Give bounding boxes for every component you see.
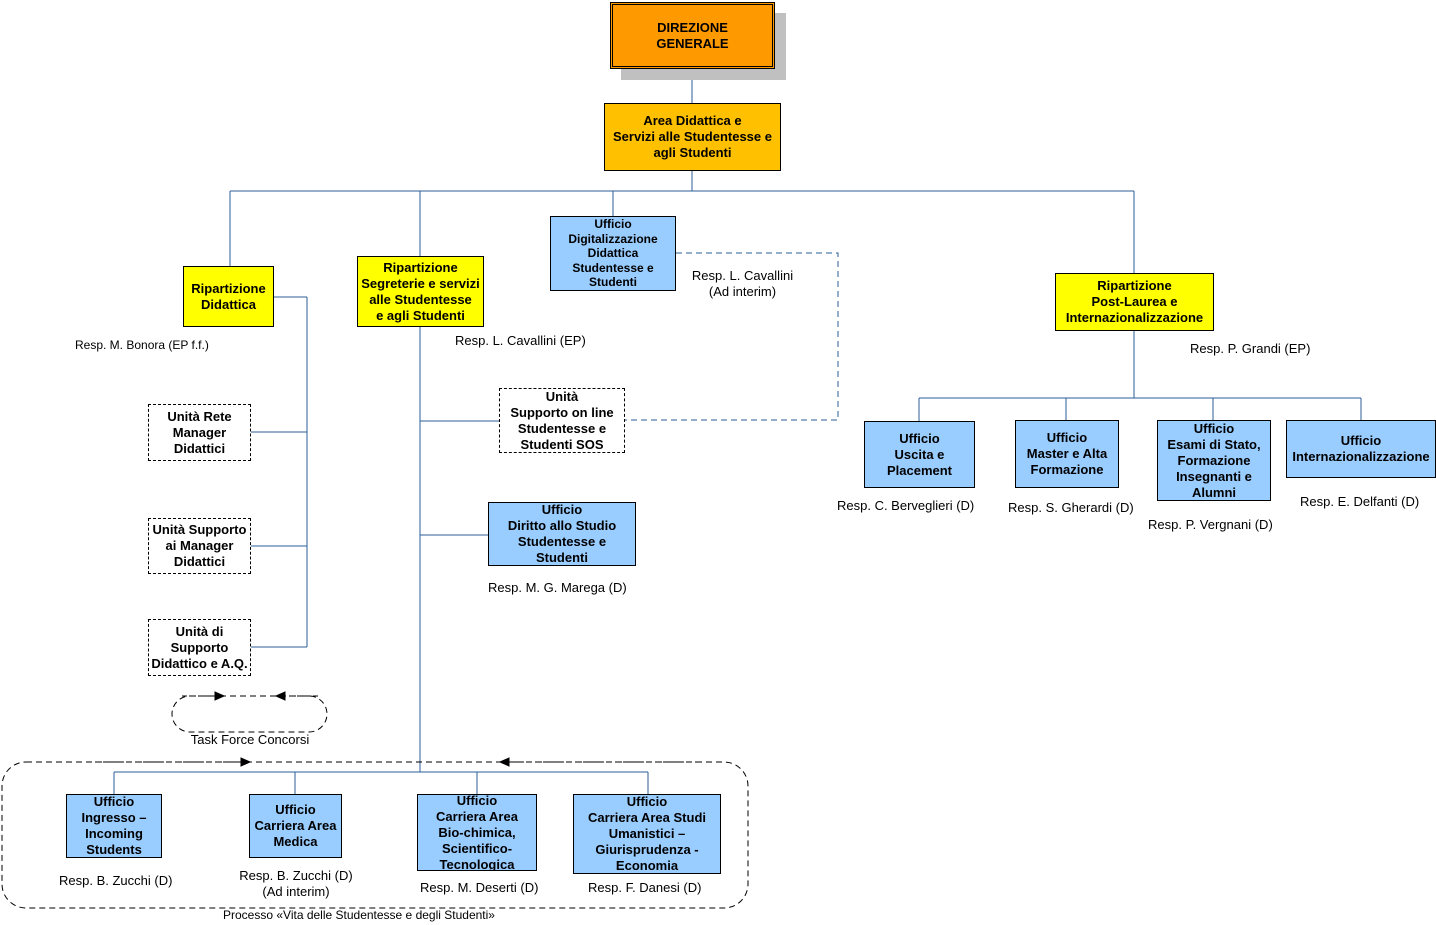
ufficio-medica-resp: Resp. B. Zucchi (D) (Ad interim)	[239, 868, 353, 899]
ufficio-internazionalizzazione-resp: Resp. E. Delfanti (D)	[1300, 494, 1420, 509]
unita-supporto-aq-box: Unità di Supporto Didattico e A.Q.	[148, 619, 251, 676]
ufficio-biochimica-box: Ufficio Carriera Area Bio-chimica, Scien…	[417, 794, 537, 871]
ripartizione-postlaurea-resp: Resp. P. Grandi (EP)	[1190, 341, 1311, 356]
ufficio-master-resp: Resp. S. Gherardi (D)	[1008, 500, 1134, 515]
ripartizione-didattica-box: Ripartizione Didattica	[183, 266, 274, 327]
ufficio-internazionalizzazione-box: Ufficio Internazionalizzazione	[1286, 420, 1436, 478]
processo-frame	[1, 761, 749, 909]
ufficio-umanistici-box: Ufficio Carriera Area Studi Umanistici –…	[573, 794, 721, 874]
unita-rete-manager-box: Unità Rete Manager Didattici	[148, 404, 251, 461]
ripartizione-segreterie-box: Ripartizione Segreterie e servizi alle S…	[357, 256, 484, 327]
ufficio-master-box: Ufficio Master e Alta Formazione	[1015, 420, 1119, 488]
ufficio-ingresso-box: Ufficio Ingresso – Incoming Students	[66, 794, 162, 858]
direzione-generale-box: DIREZIONE GENERALE	[610, 2, 775, 69]
area-didattica-box: Area Didattica e Servizi alle Studentess…	[604, 103, 781, 171]
ufficio-diritto-studio-resp: Resp. M. G. Marega (D)	[488, 580, 627, 595]
ufficio-ingresso-resp: Resp. B. Zucchi (D)	[59, 873, 173, 888]
ufficio-biochimica-resp: Resp. M. Deserti (D)	[420, 880, 539, 895]
ufficio-medica-box: Ufficio Carriera Area Medica	[249, 794, 342, 858]
ufficio-uscita-resp: Resp. C. Berveglieri (D)	[837, 498, 975, 513]
task-force-label: Task Force Concorsi	[190, 732, 310, 747]
ripartizione-didattica-resp: Resp. M. Bonora (EP f.f.)	[75, 338, 209, 352]
ripartizione-postlaurea-box: Ripartizione Post-Laurea e Internazional…	[1055, 273, 1214, 331]
ufficio-digitalizzazione-box: Ufficio Digitalizzazione Didattica Stude…	[550, 216, 676, 291]
ufficio-esami-stato-resp: Resp. P. Vergnani (D)	[1148, 517, 1273, 532]
ufficio-digitalizzazione-resp: Resp. L. Cavallini (Ad interim)	[691, 268, 794, 299]
ufficio-diritto-studio-box: Ufficio Diritto allo Studio Studentesse …	[488, 502, 636, 566]
unita-supporto-manager-box: Unità Supporto ai Manager Didattici	[148, 518, 251, 574]
ufficio-esami-stato-box: Ufficio Esami di Stato, Formazione Inseg…	[1157, 420, 1271, 501]
ufficio-umanistici-resp: Resp. F. Danesi (D)	[588, 880, 702, 895]
task-force-loop	[171, 695, 328, 733]
ufficio-uscita-box: Ufficio Uscita e Placement	[864, 421, 975, 488]
processo-label: Processo «Vita delle Studentesse e degli…	[223, 908, 495, 922]
unita-sos-box: Unità Supporto on line Studentesse e Stu…	[499, 388, 625, 453]
ripartizione-segreterie-resp: Resp. L. Cavallini (EP)	[455, 333, 586, 348]
